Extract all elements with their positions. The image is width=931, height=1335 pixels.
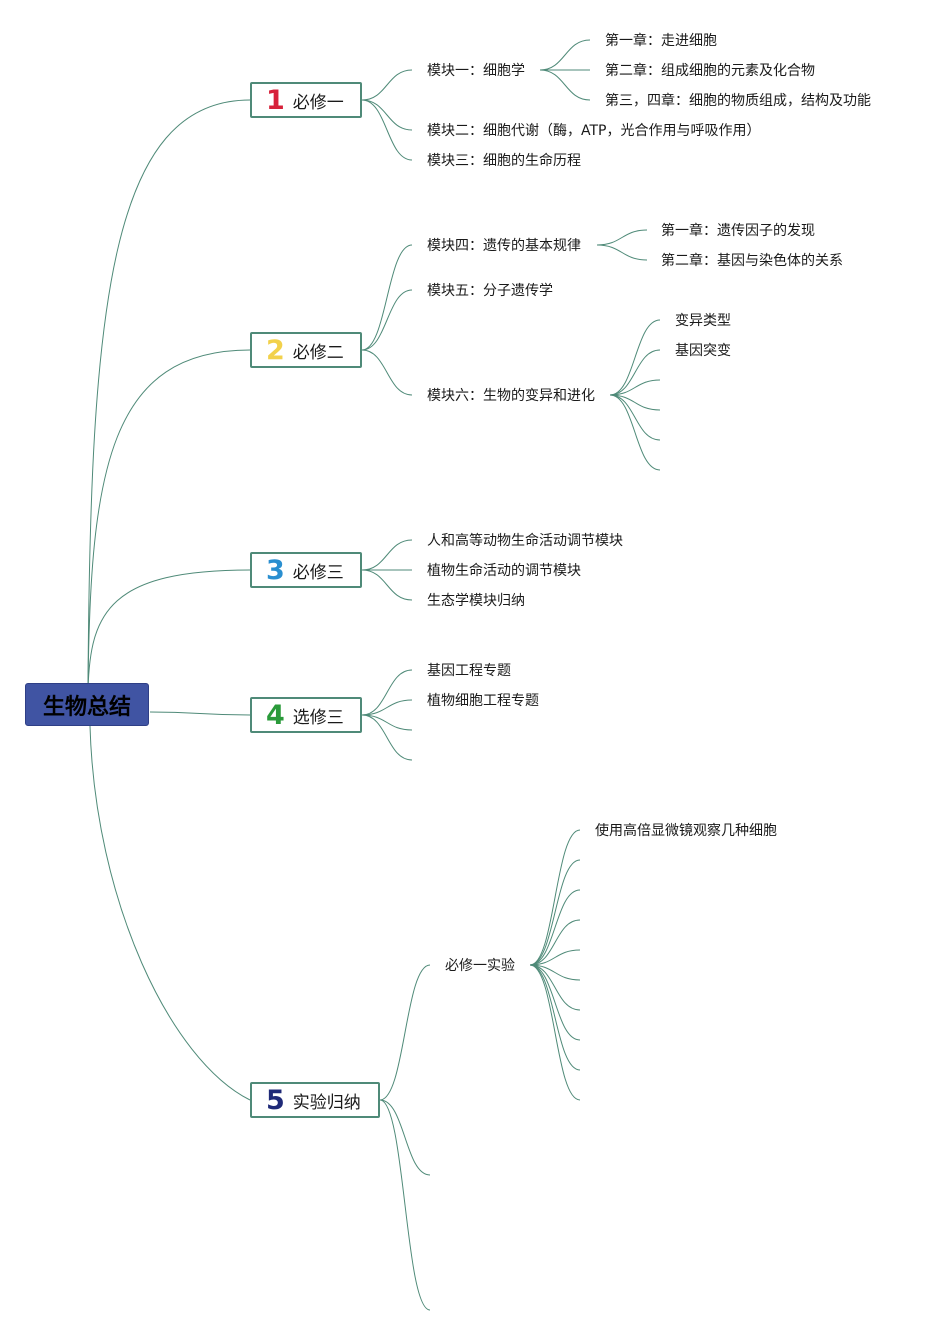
- connector-line: [361, 289, 413, 351]
- connector-line: [539, 39, 591, 71]
- branch-number-2: 2: [266, 334, 285, 366]
- topic-node[interactable]: 模块五：分子遗传学: [427, 283, 553, 299]
- connector-line: [361, 714, 413, 761]
- connector-line: [596, 229, 648, 246]
- branch-node-1[interactable]: 1 必修一: [250, 82, 362, 118]
- topic-node[interactable]: 模块一：细胞学: [427, 63, 525, 79]
- connector-line: [361, 349, 413, 396]
- connector-line: [609, 319, 661, 396]
- root-connector-line: [87, 99, 251, 691]
- topic-node[interactable]: 必修一实验: [445, 958, 515, 974]
- root-connector-line: [149, 711, 251, 716]
- topic-node[interactable]: 人和高等动物生命活动调节模块: [427, 533, 623, 549]
- root-connector-line: [89, 725, 251, 1101]
- subtopic-node[interactable]: 第三，四章：细胞的物质组成，结构及功能: [605, 93, 871, 109]
- connector-line: [529, 949, 581, 966]
- connector-line: [529, 889, 581, 966]
- connector-line: [609, 394, 661, 441]
- branch-number-3: 3: [266, 554, 285, 586]
- subtopic-node[interactable]: 变异类型: [675, 313, 731, 329]
- connector-line: [609, 394, 661, 471]
- subtopic-node[interactable]: 使用高倍显微镜观察几种细胞: [595, 823, 777, 839]
- connector-line: [361, 99, 413, 131]
- connector-line: [529, 859, 581, 966]
- connector-line: [529, 964, 581, 981]
- subtopic-node[interactable]: 第二章：组成细胞的元素及化合物: [605, 63, 815, 79]
- connector-line: [361, 714, 413, 731]
- connector-line: [596, 244, 648, 261]
- topic-node[interactable]: 模块三：细胞的生命历程: [427, 153, 581, 169]
- connector-line: [379, 1099, 431, 1311]
- branch-node-2[interactable]: 2 必修二: [250, 332, 362, 368]
- connector-line: [361, 569, 413, 601]
- connector-line: [529, 829, 581, 966]
- topic-node[interactable]: 植物细胞工程专题: [427, 693, 539, 709]
- topic-node[interactable]: 模块四：遗传的基本规律: [427, 238, 581, 254]
- root-connector-line: [87, 349, 251, 691]
- connector-line: [609, 349, 661, 396]
- connector-line: [609, 394, 661, 411]
- branch-node-3[interactable]: 3 必修三: [250, 552, 362, 588]
- subtopic-node[interactable]: 基因突变: [675, 343, 731, 359]
- branch-label-4: 选修三: [292, 707, 344, 728]
- connector-line: [361, 99, 413, 161]
- branch-node-4[interactable]: 4 选修三: [250, 697, 362, 733]
- connector-line: [529, 964, 581, 1011]
- root-connector-line: [87, 569, 251, 691]
- connector-line: [539, 69, 591, 101]
- subtopic-node[interactable]: 第一章：遗传因子的发现: [661, 223, 815, 239]
- topic-node[interactable]: 模块六：生物的变异和进化: [427, 388, 595, 404]
- connector-line: [361, 244, 413, 351]
- connector-line: [529, 964, 581, 1041]
- connector-line: [361, 69, 413, 101]
- branch-node-5[interactable]: 5 实验归纳: [250, 1082, 380, 1118]
- connector-line: [529, 919, 581, 966]
- branch-number-1: 1: [266, 84, 285, 116]
- connector-line: [361, 539, 413, 571]
- root-node[interactable]: 生物总结: [25, 683, 149, 726]
- branch-number-4: 4: [266, 699, 285, 731]
- subtopic-node[interactable]: 第一章：走进细胞: [605, 33, 717, 49]
- subtopic-node[interactable]: 第二章：基因与染色体的关系: [661, 253, 843, 269]
- connector-line: [379, 1099, 431, 1176]
- branch-number-5: 5: [266, 1084, 285, 1116]
- branch-label-1: 必修一: [292, 92, 344, 113]
- topic-node[interactable]: 基因工程专题: [427, 663, 511, 679]
- branch-label-2: 必修二: [292, 342, 344, 363]
- branch-label-5: 实验归纳: [292, 1092, 361, 1113]
- topic-node[interactable]: 生态学模块归纳: [427, 593, 525, 609]
- connector-line: [609, 379, 661, 396]
- connector-line: [361, 699, 413, 716]
- topic-node[interactable]: 植物生命活动的调节模块: [427, 563, 581, 579]
- connector-line: [529, 964, 581, 1071]
- topic-node[interactable]: 模块二：细胞代谢（酶，ATP，光合作用与呼吸作用）: [427, 123, 761, 139]
- branch-label-3: 必修三: [292, 562, 344, 583]
- connector-line: [361, 669, 413, 716]
- connector-line: [379, 964, 431, 1101]
- connector-line: [529, 964, 581, 1101]
